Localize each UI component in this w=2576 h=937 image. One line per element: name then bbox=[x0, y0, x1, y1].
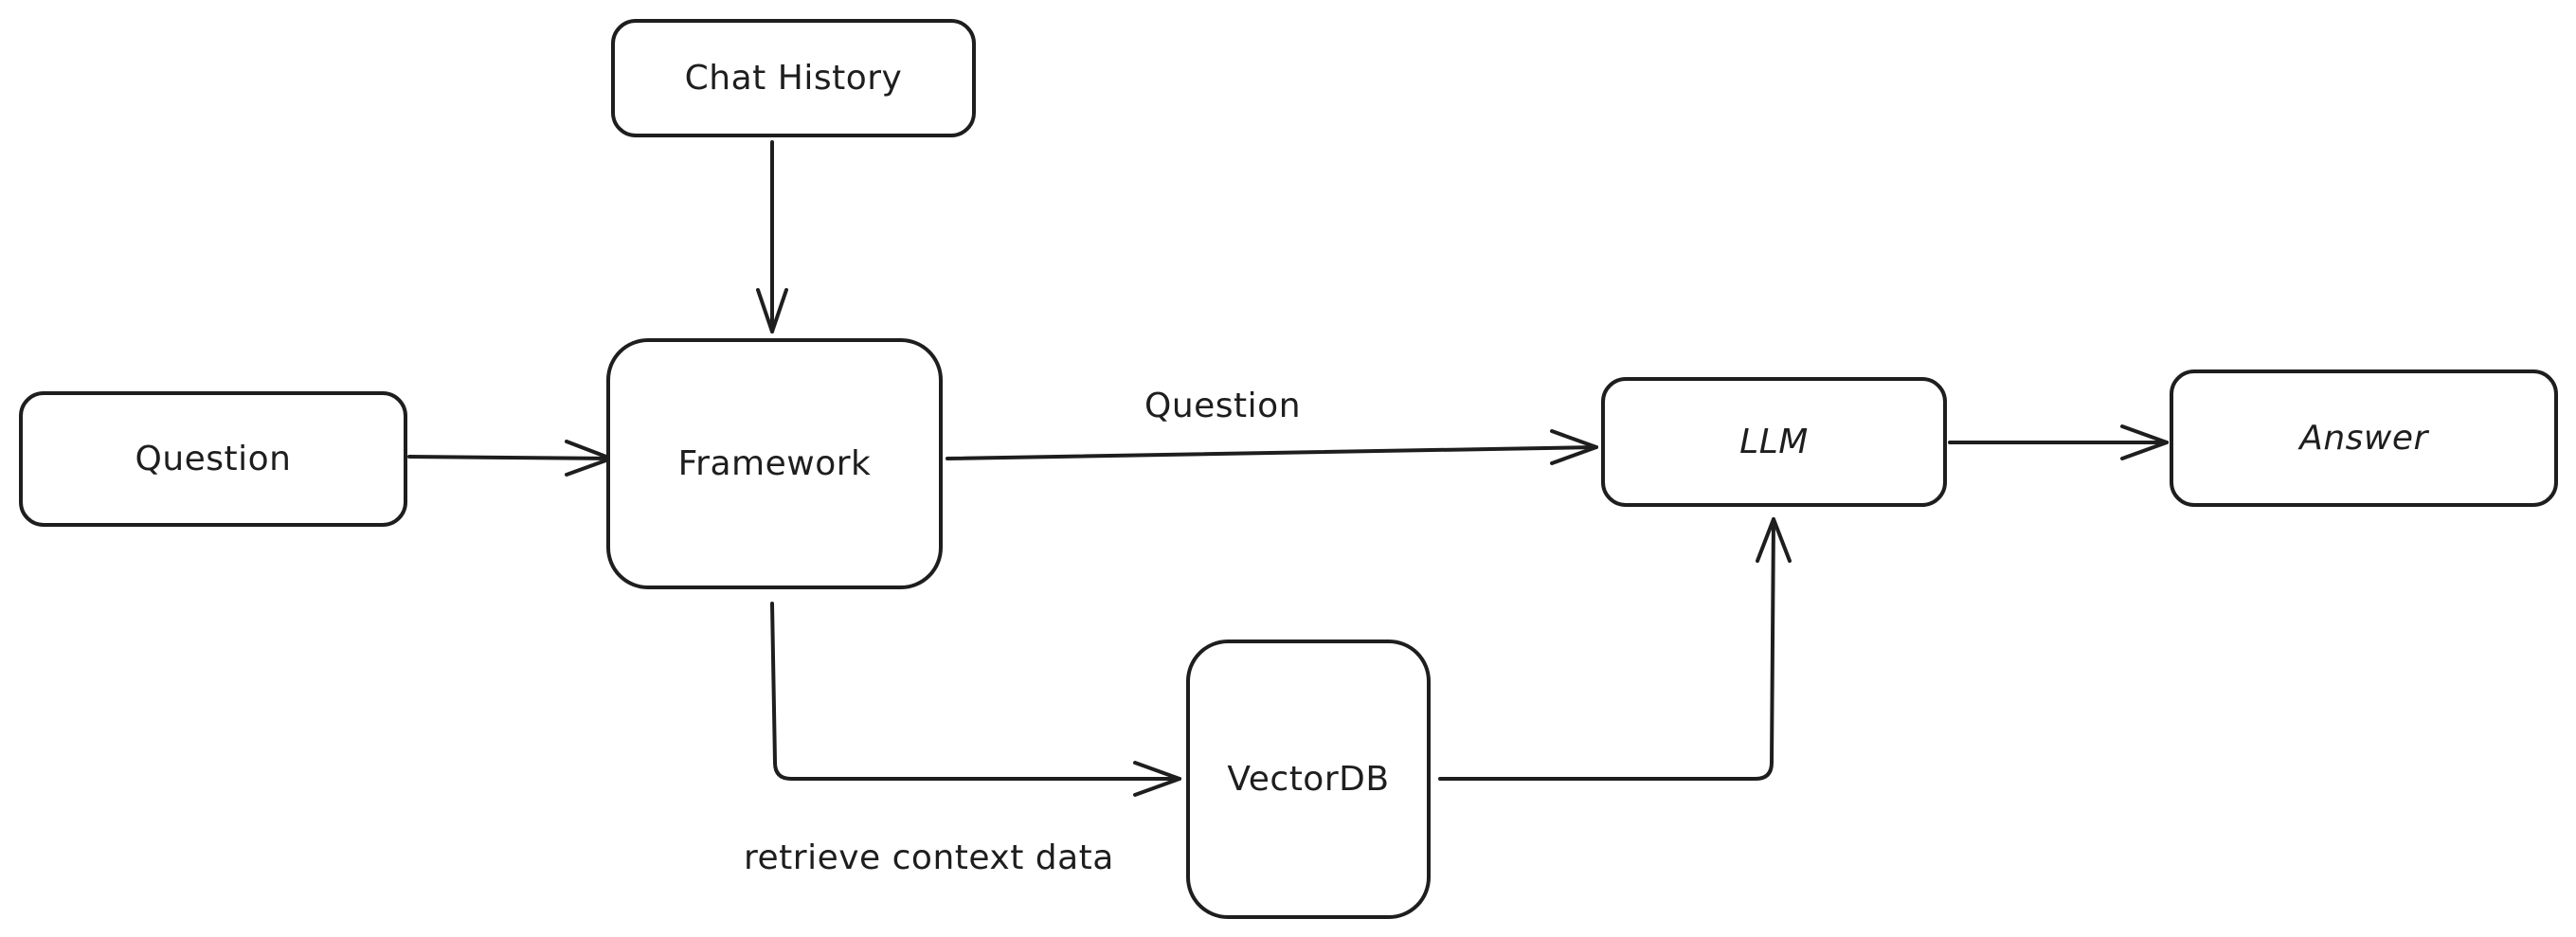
node-framework: Framework bbox=[606, 338, 943, 589]
edge-framework-to-vectordb bbox=[770, 602, 1181, 781]
edge-vectordb-to-llm bbox=[1438, 517, 1775, 781]
node-question-label: Question bbox=[135, 440, 292, 478]
node-llm-label: LLM bbox=[1739, 423, 1809, 461]
node-answer-label: Answer bbox=[2299, 419, 2428, 458]
node-chat-history-label: Chat History bbox=[684, 59, 903, 98]
node-vectordb: VectorDB bbox=[1186, 640, 1431, 919]
arrowhead-framework-to-llm bbox=[1550, 429, 1598, 465]
arrowhead-llm-to-answer bbox=[2120, 424, 2169, 460]
node-vectordb-label: VectorDB bbox=[1227, 760, 1390, 799]
node-llm: LLM bbox=[1601, 377, 1947, 507]
node-chat-history: Chat History bbox=[611, 19, 976, 137]
edge-label-framework-to-llm: Question bbox=[1144, 387, 1302, 425]
node-framework-label: Framework bbox=[677, 444, 872, 483]
arrowhead-chat-history-to-framework bbox=[756, 288, 788, 333]
node-answer: Answer bbox=[2170, 369, 2558, 507]
edge-framework-to-llm bbox=[946, 445, 1598, 460]
edge-label-framework-to-vectordb: retrieve context data bbox=[744, 838, 1114, 877]
arrowhead-vectordb-to-llm bbox=[1756, 517, 1792, 563]
arrowhead-framework-to-vectordb bbox=[1133, 761, 1181, 797]
edge-question-to-framework bbox=[407, 455, 613, 460]
node-question: Question bbox=[19, 391, 407, 527]
